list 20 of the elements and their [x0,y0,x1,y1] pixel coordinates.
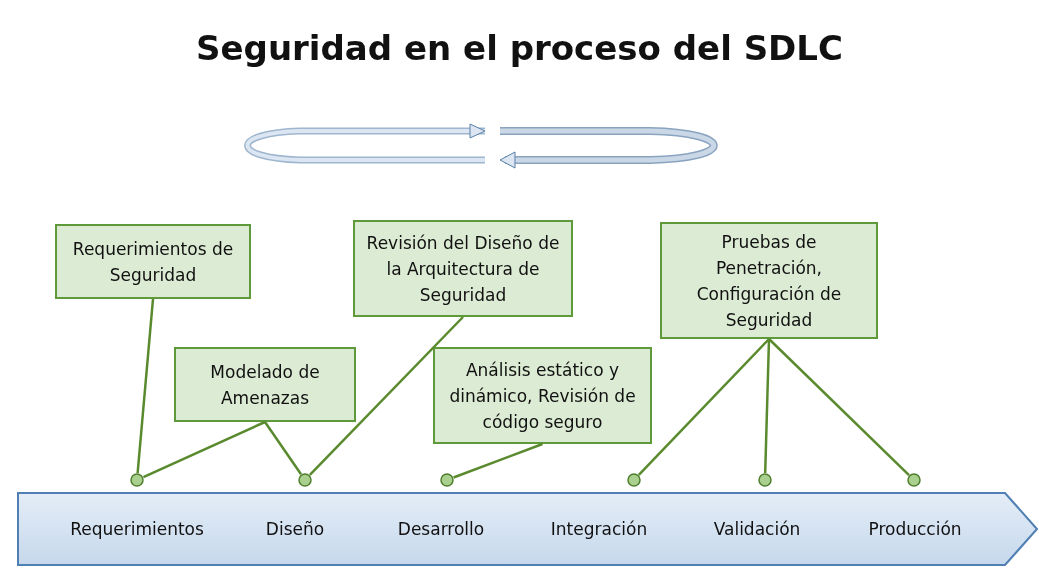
leader-line [763,338,771,474]
title: Seguridad en el proceso del SDLC [195,28,844,68]
leader-line [263,421,303,475]
practice-box: Análisis estático y dinámico, Revisión de código seguro [433,347,652,444]
phase-label: Diseño [265,519,325,539]
leader-line [142,420,266,479]
phase-label: Integración [550,519,648,539]
practice-box: Revisión del Diseño de la Arquitectura de Seguridad [353,220,573,317]
practice-box: Requerimientos de Seguridad [55,224,251,299]
phase-label: Requerimientos [70,519,204,539]
practice-box: Modelado de Amenazas [174,347,356,422]
leader-line [308,316,464,476]
leader-line [768,338,910,476]
practice-box: Pruebas de Penetración, Configuración de Seguridad [660,222,878,339]
phase-label: Desarrollo [397,519,485,539]
leader-line [453,442,543,479]
phase-label: Producción [868,519,962,539]
leader-line [136,298,155,474]
leader-line [637,338,770,476]
phase-label: Validación [713,519,801,539]
